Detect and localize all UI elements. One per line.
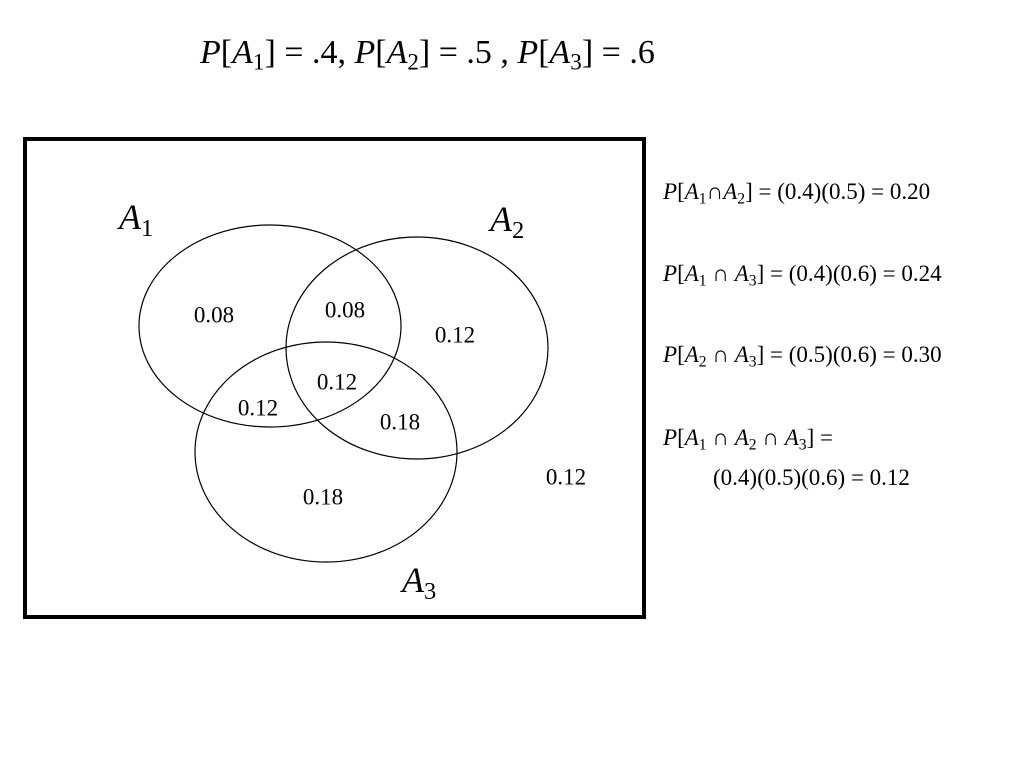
region-a1-a2-a3: 0.12 bbox=[316, 369, 358, 395]
page-title: P[A1] = .4, P[A2] = .5 , P[A3] = .6 bbox=[200, 34, 655, 76]
calc-a1-a3: P[A1 ∩ A3] = (0.4)(0.6) = 0.24 bbox=[663, 261, 942, 290]
region-a3-only: 0.18 bbox=[302, 484, 344, 510]
region-a1-a2: 0.08 bbox=[324, 297, 366, 323]
calc-a1-a2-a3: P[A1 ∩ A2 ∩ A3] = bbox=[663, 425, 833, 454]
region-a1-only: 0.08 bbox=[193, 302, 235, 328]
calc-a1-a2: P[A1∩A2] = (0.4)(0.5) = 0.20 bbox=[663, 179, 931, 208]
circle-label-a2: A2 bbox=[490, 199, 525, 244]
region-outside: 0.12 bbox=[545, 464, 587, 490]
region-a2-only: 0.12 bbox=[434, 322, 476, 348]
calc-a2-a3: P[A2 ∩ A3] = (0.5)(0.6) = 0.30 bbox=[663, 342, 942, 371]
circle-label-a1: A1 bbox=[119, 197, 154, 242]
sample-space-box bbox=[23, 137, 646, 619]
circle-a2 bbox=[285, 236, 549, 460]
calc-a1-a2-a3-result: (0.4)(0.5)(0.6) = 0.12 bbox=[713, 465, 910, 490]
region-a2-a3: 0.18 bbox=[379, 409, 421, 435]
circle-a3 bbox=[194, 341, 458, 563]
region-a1-a3: 0.12 bbox=[237, 395, 279, 421]
circle-a1 bbox=[138, 224, 402, 428]
circle-label-a3: A3 bbox=[402, 560, 437, 605]
